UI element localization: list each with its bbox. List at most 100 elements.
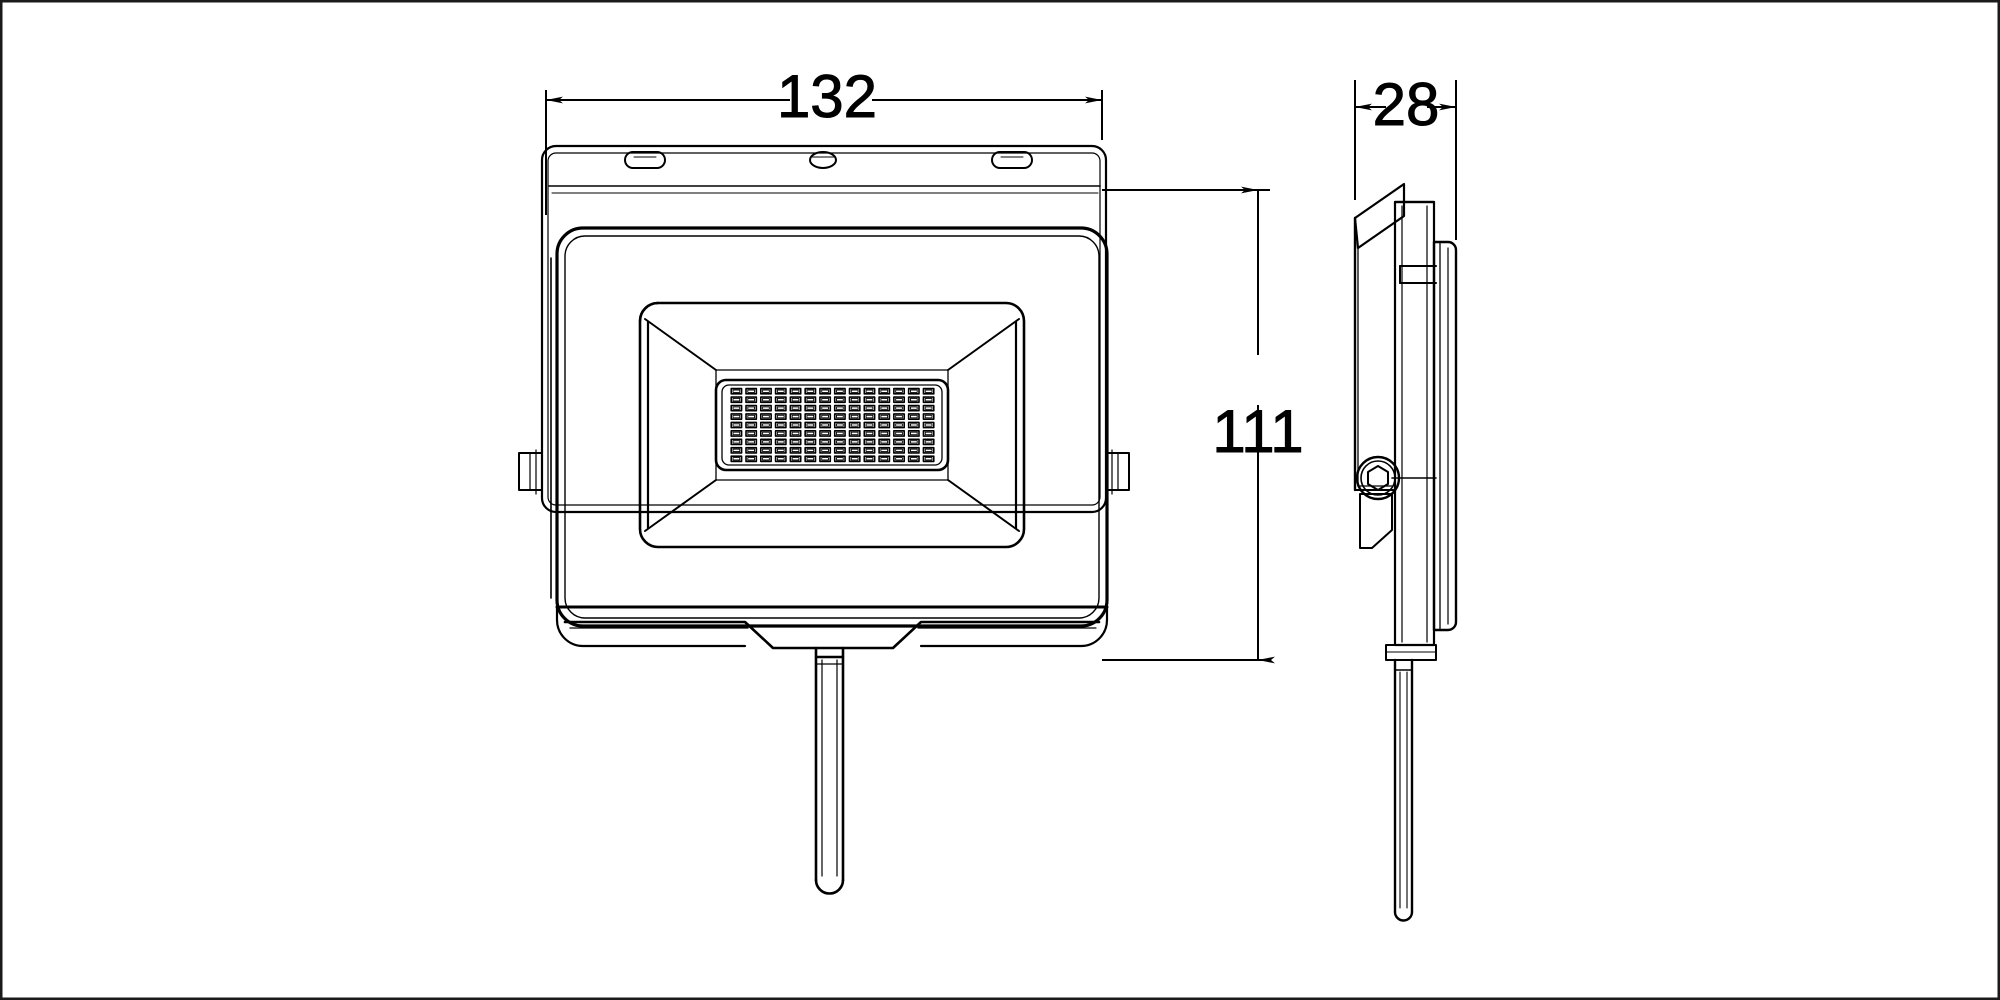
led-cell-inner	[806, 398, 815, 402]
led-cell-inner	[762, 448, 770, 453]
led-cell-inner	[924, 457, 933, 461]
led-cell-inner	[895, 448, 903, 453]
power-cable	[814, 646, 845, 895]
led-cell-inner	[850, 423, 859, 427]
led-cell-inner	[791, 448, 800, 453]
led-cell-inner	[791, 406, 800, 410]
led-cell-inner	[762, 423, 770, 427]
housing-body	[550, 226, 1109, 628]
side-power-cable	[1393, 658, 1414, 922]
hex-bolt	[1355, 455, 1437, 501]
led-cell-inner	[880, 414, 889, 419]
led-cell-inner	[895, 389, 903, 393]
led-cell-inner	[776, 423, 785, 427]
led-cell-inner	[821, 431, 829, 436]
led-cell-inner	[791, 457, 800, 461]
led-cell-inner	[850, 457, 859, 461]
led-cell-inner	[850, 414, 859, 419]
led-cell-inner	[895, 414, 903, 419]
led-cell-inner	[762, 457, 770, 461]
led-cell-inner	[747, 457, 755, 461]
dimension-width-132: 132	[545, 63, 1103, 215]
led-cell-inner	[836, 457, 844, 461]
led-cell-inner	[910, 457, 918, 461]
led-cell-inner	[732, 423, 741, 427]
led-cell-inner	[821, 457, 829, 461]
side-bottom-flange	[1385, 644, 1437, 661]
led-cell-inner	[776, 414, 785, 419]
led-cell-inner	[806, 440, 815, 444]
led-cell-inner	[806, 431, 815, 436]
side-boss-left	[518, 449, 543, 495]
led-cell-inner	[895, 406, 903, 410]
dimension-label-depth: 28	[1373, 71, 1440, 138]
led-cell-inner	[880, 423, 889, 427]
led-cell-inner	[776, 398, 785, 402]
side-bracket-shelf	[1399, 265, 1437, 284]
led-cell-inner	[762, 440, 770, 444]
led-cell-inner	[880, 398, 889, 402]
led-cell-inner	[895, 398, 903, 402]
led-cell-inner	[850, 398, 859, 402]
led-cell-inner	[850, 406, 859, 410]
led-cell-inner	[747, 406, 755, 410]
led-cell-inner	[880, 448, 889, 453]
led-cell-inner	[880, 457, 889, 461]
led-cell-inner	[836, 440, 844, 444]
led-cell-inner	[776, 448, 785, 453]
side-lens-plate	[1432, 240, 1458, 632]
led-cell-inner	[865, 440, 874, 444]
led-cell-inner	[880, 431, 889, 436]
led-cell-inner	[836, 389, 844, 393]
bracket-slot-left	[624, 151, 666, 169]
reflector-cavity	[638, 301, 1026, 549]
led-cell-inner	[895, 423, 903, 427]
led-cell-inner	[732, 457, 741, 461]
led-cell-inner	[865, 448, 874, 453]
led-cell-inner	[910, 398, 918, 402]
led-cell-inner	[924, 431, 933, 436]
bracket-hole-center	[809, 151, 837, 169]
led-cell-inner	[865, 431, 874, 436]
led-cell-inner	[791, 398, 800, 402]
led-cell-inner	[747, 440, 755, 444]
led-cell-inner	[776, 457, 785, 461]
led-cell-inner	[762, 431, 770, 436]
led-cell-inner	[821, 440, 829, 444]
led-cell-inner	[924, 406, 933, 410]
led-cell-inner	[762, 414, 770, 419]
led-cell-inner	[865, 414, 874, 419]
led-cell-inner	[910, 423, 918, 427]
led-cell-inner	[821, 423, 829, 427]
led-cell-inner	[762, 398, 770, 402]
led-cell-inner	[747, 431, 755, 436]
led-cell-inner	[747, 448, 755, 453]
led-cell-inner	[924, 448, 933, 453]
led-cell-inner	[821, 406, 829, 410]
led-cell-inner	[732, 431, 741, 436]
led-cell-inner	[791, 414, 800, 419]
led-cell-inner	[836, 423, 844, 427]
led-cell-inner	[910, 431, 918, 436]
led-cell-inner	[910, 448, 918, 453]
led-cell-inner	[791, 440, 800, 444]
led-cell-inner	[806, 423, 815, 427]
dimension-label-height: 111	[1212, 398, 1303, 465]
led-cell-inner	[791, 389, 800, 393]
led-cell-inner	[806, 389, 815, 393]
cable-gland-step	[555, 605, 1109, 650]
led-cell-inner	[821, 414, 829, 419]
led-cell-inner	[924, 389, 933, 393]
led-cell-inner	[910, 414, 918, 419]
led-cell-inner	[836, 414, 844, 419]
led-cell-inner	[895, 457, 903, 461]
led-cell-inner	[806, 406, 815, 410]
led-cell-inner	[850, 448, 859, 453]
led-cell-inner	[865, 457, 874, 461]
side-bracket-arm	[1353, 182, 1406, 549]
led-cell-inner	[762, 406, 770, 410]
led-cell-inner	[747, 398, 755, 402]
led-cell-inner	[732, 406, 741, 410]
led-cell-inner	[865, 398, 874, 402]
